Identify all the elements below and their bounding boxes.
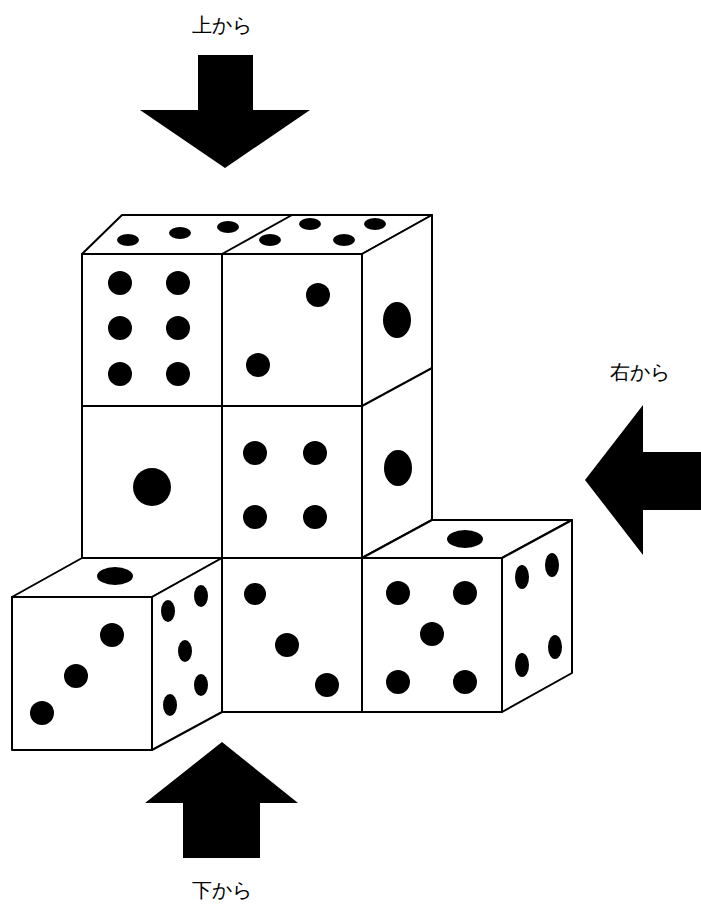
arrow-right: [585, 405, 701, 555]
dice-pips: [30, 218, 562, 725]
arrow-bottom: [145, 742, 298, 858]
view-direction-label: 上から: [192, 12, 252, 39]
view-direction-label: 右から: [610, 359, 670, 386]
view-direction-label: 下から: [192, 877, 252, 904]
arrow-top: [140, 55, 310, 168]
view-arrows: [140, 55, 701, 858]
dice-faces: [12, 215, 572, 750]
